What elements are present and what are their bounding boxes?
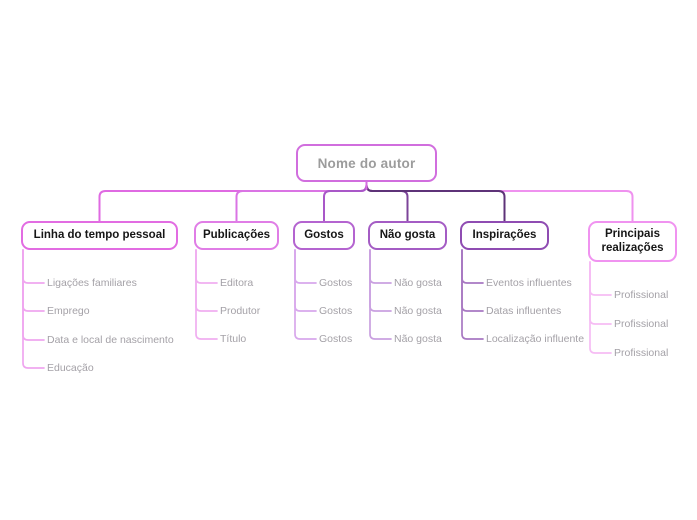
branch-node-inspiracoes[interactable]: Inspirações bbox=[460, 221, 549, 250]
subtopic-label[interactable]: Título bbox=[220, 333, 247, 345]
subtopic-connector bbox=[22, 249, 45, 369]
branch-node-nao-gosta[interactable]: Não gosta bbox=[368, 221, 447, 250]
subtopic-label[interactable]: Emprego bbox=[47, 305, 90, 317]
subtopic-label[interactable]: Editora bbox=[220, 277, 254, 289]
branch-node-label: Principais realizações bbox=[601, 227, 664, 254]
subtopic-label[interactable]: Profissional bbox=[614, 289, 669, 301]
subtopic-connector bbox=[461, 249, 484, 312]
subtopic-connector bbox=[461, 249, 484, 340]
subtopic-label[interactable]: Gostos bbox=[319, 305, 353, 317]
subtopic-connector bbox=[195, 249, 218, 284]
subtopic-connector bbox=[369, 249, 392, 340]
branch-node-label: Gostos bbox=[304, 228, 344, 241]
root-node-label: Nome do autor bbox=[317, 155, 416, 171]
subtopic-label[interactable]: Não gosta bbox=[394, 277, 442, 289]
edge-root-to-inspiracoes bbox=[365, 181, 506, 222]
edge-root-to-principais-realizacoes bbox=[365, 181, 634, 222]
subtopic-connector bbox=[369, 249, 392, 284]
subtopic-label[interactable]: Educação bbox=[47, 362, 94, 374]
subtopic-connector bbox=[589, 261, 612, 354]
subtopic-connector bbox=[195, 249, 218, 312]
subtopic-label[interactable]: Data e local de nascimento bbox=[47, 334, 174, 346]
subtopic-connector bbox=[589, 261, 612, 325]
subtopic-connector bbox=[22, 249, 45, 312]
branch-node-label: Linha do tempo pessoal bbox=[33, 228, 166, 241]
branch-node-label: Publicações bbox=[202, 228, 271, 241]
subtopic-connector bbox=[22, 249, 45, 341]
subtopic-connector bbox=[589, 261, 612, 296]
subtopic-connector bbox=[294, 249, 317, 312]
branch-node-publicacoes[interactable]: Publicações bbox=[194, 221, 279, 250]
edge-root-to-nao-gosta bbox=[365, 181, 409, 222]
subtopic-connector bbox=[461, 249, 484, 284]
subtopic-label[interactable]: Gostos bbox=[319, 333, 353, 345]
subtopic-label[interactable]: Profissional bbox=[614, 347, 669, 359]
edge-root-to-gostos bbox=[323, 181, 368, 222]
subtopic-connector bbox=[22, 249, 45, 284]
subtopic-label[interactable]: Profissional bbox=[614, 318, 669, 330]
branch-node-label: Não gosta bbox=[379, 228, 436, 241]
subtopic-connector bbox=[195, 249, 218, 340]
branch-node-linha-do-tempo[interactable]: Linha do tempo pessoal bbox=[21, 221, 178, 250]
branch-node-label: Inspirações bbox=[472, 228, 537, 241]
edge-root-to-linha-do-tempo bbox=[98, 181, 368, 222]
subtopic-label[interactable]: Produtor bbox=[220, 305, 261, 317]
branch-node-gostos[interactable]: Gostos bbox=[293, 221, 355, 250]
subtopic-label[interactable]: Localização influente bbox=[486, 333, 585, 345]
subtopic-label[interactable]: Datas influentes bbox=[486, 305, 562, 317]
subtopic-connector bbox=[294, 249, 317, 284]
subtopic-label[interactable]: Gostos bbox=[319, 277, 353, 289]
branch-node-principais-realizacoes[interactable]: Principais realizações bbox=[588, 221, 677, 262]
subtopic-connector bbox=[294, 249, 317, 340]
root-node[interactable]: Nome do autor bbox=[296, 144, 437, 182]
subtopic-label[interactable]: Ligações familiares bbox=[47, 277, 137, 289]
subtopic-label[interactable]: Não gosta bbox=[394, 305, 442, 317]
subtopic-connector bbox=[369, 249, 392, 312]
subtopic-label[interactable]: Eventos influentes bbox=[486, 277, 572, 289]
subtopic-label[interactable]: Não gosta bbox=[394, 333, 442, 345]
edge-root-to-publicacoes bbox=[235, 181, 368, 222]
